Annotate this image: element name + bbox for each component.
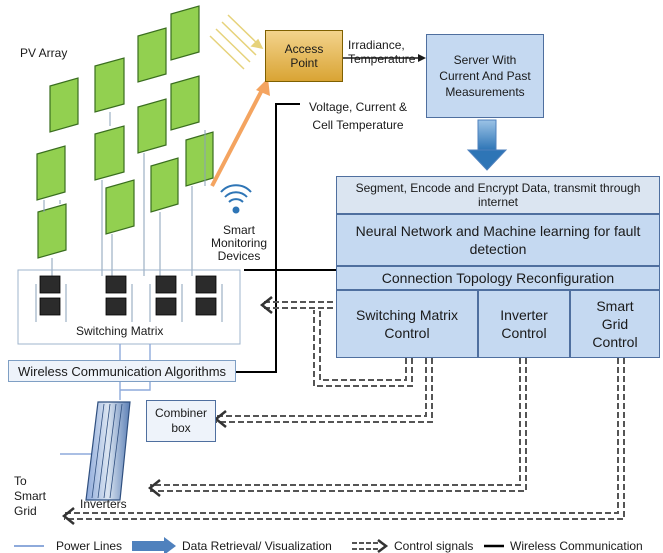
combiner-box: Combiner box [146,400,216,442]
pv-panel [49,77,79,133]
wifi-icon [220,184,252,214]
switching-matrix-frame [17,269,241,345]
switch [105,275,127,294]
smart-grid-control-label: Smart Grid Control [592,298,638,350]
to-smart-grid-label: To Smart Grid [14,474,47,518]
pv-panel [137,98,167,154]
pv-array-label: PV Array [20,46,68,60]
wireless-algorithms-label: Wireless Communication Algorithms [17,363,227,379]
uplink-arrow [210,78,270,187]
switch [39,275,61,294]
pv-array [36,5,214,259]
legend-wireless-label: Wireless Communication [510,539,643,553]
legend-data-label: Data Retrieval/ Visualization [182,539,332,553]
smart-grid-control-box: Smart Grid Control [570,290,660,358]
control-signals [64,301,625,520]
pv-panel [105,179,135,235]
pv-panel [150,157,179,213]
control-arrowheads [61,296,273,525]
legend-graphics [14,537,504,553]
segment-label: Segment, Encode and Encrypt Data, transm… [355,181,641,209]
wireless-algorithms-box: Wireless Communication Algorithms [8,360,236,382]
pv-panel [36,145,66,201]
switching-control-box: Switching Matrix Control [336,290,478,358]
wireless-links [236,103,336,373]
smart-monitoring-label: Smart Monitoring Devices [210,223,268,263]
switch-wiring [35,284,223,322]
pv-wiring [43,112,206,278]
switching-matrix-label: Switching Matrix [76,324,164,338]
sun-rays [209,14,264,70]
switch [105,297,127,316]
pv-panel [94,57,125,113]
pv-panel [94,125,125,181]
topology-box: Connection Topology Reconfiguration [336,266,660,290]
topology-label: Connection Topology Reconfiguration [381,270,615,286]
inverter-control-label: Inverter Control [500,307,548,341]
access-point-label: Access Point [284,42,324,70]
server-box: Server With Current And Past Measurement… [426,34,544,118]
switch [195,297,217,316]
switching-control-label: Switching Matrix Control [356,307,458,341]
pv-panel [170,5,200,61]
access-point-box: Access Point [265,30,343,82]
legend-data-arrow [132,537,176,553]
inverters-label: Inverters [80,497,127,511]
switch [195,275,217,294]
irradiance-label: Irradiance, Temperature [348,38,416,66]
switches [39,275,217,316]
inverter-control-box: Inverter Control [478,290,570,358]
inverter-fins [91,403,123,499]
neural-network-label: Neural Network and Machine learning for … [355,223,641,257]
ap-server-arrow [342,54,426,62]
pv-panel [137,27,167,83]
switch [39,297,61,316]
voltage-label: Voltage, Current & Cell Temperature [308,100,408,132]
neural-network-box: Neural Network and Machine learning for … [336,214,660,266]
switch [155,297,177,316]
data-retrieval-arrow [466,119,508,171]
legend-control-label: Control signals [394,539,474,553]
legend-power-label: Power Lines [56,539,123,553]
server-label: Server With Current And Past Measurement… [439,53,531,99]
legend-control-arrow [352,542,380,550]
segment-box: Segment, Encode and Encrypt Data, transm… [336,176,660,214]
pv-panel [185,131,214,187]
pv-panel [37,203,67,259]
combiner-label: Combiner box [154,406,208,435]
pv-panel [170,75,200,131]
switch [155,275,177,294]
